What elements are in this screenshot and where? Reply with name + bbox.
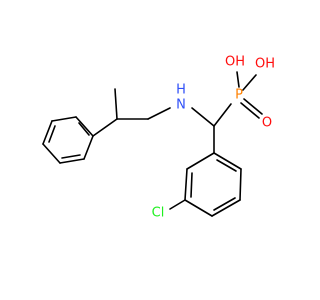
nitrogen-hydrogen-label: H (176, 83, 186, 98)
bond (75, 116, 94, 137)
bond (51, 116, 77, 122)
bond (42, 120, 53, 145)
bonds (42, 71, 263, 217)
bond (114, 88, 118, 120)
bond (213, 152, 242, 170)
bond (236, 71, 240, 88)
hydroxyl-right-label: OH (255, 57, 275, 72)
bond (211, 199, 241, 217)
bond (190, 172, 193, 198)
bond (239, 168, 242, 201)
bond (184, 199, 213, 217)
bond (48, 125, 56, 143)
bond (213, 197, 236, 211)
bond (59, 158, 85, 164)
bond (78, 122, 90, 136)
molecule-diagram: N H P OH OH O Cl (42, 55, 275, 221)
bond (61, 154, 81, 159)
bond (184, 168, 188, 201)
bond (240, 102, 260, 119)
bond (186, 152, 215, 170)
structure-canvas: N H P OH OH O Cl (42, 55, 275, 221)
bond (147, 107, 171, 120)
phosphorus-label: P (235, 88, 243, 103)
bond (242, 74, 257, 91)
oxo-oxygen-label: O (262, 116, 272, 131)
atom-labels: N H P OH OH O Cl (152, 55, 275, 221)
nitrogen-label: N (176, 98, 186, 113)
bond (216, 159, 237, 172)
bond (42, 143, 61, 164)
bond (243, 98, 263, 115)
bond (83, 135, 94, 160)
bond (92, 118, 118, 137)
hydroxyl-left-label: OH (225, 55, 245, 70)
bond (213, 103, 232, 127)
bond (191, 107, 215, 127)
chlorine-label: Cl (152, 206, 165, 221)
bond (169, 199, 186, 210)
